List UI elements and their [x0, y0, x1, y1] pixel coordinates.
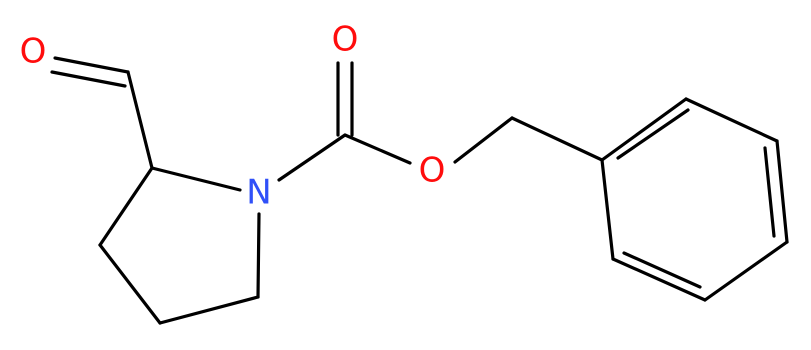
phenyl-bond-6 [600, 158, 615, 261]
bonds [50, 56, 789, 325]
phenyl-bond-2 [684, 97, 779, 143]
c2-to-n-bond [150, 166, 242, 192]
atom-labels: O O O N [20, 20, 446, 213]
aldehyde-double-bond-1 [53, 56, 130, 74]
ester-oxygen-label: O [419, 151, 446, 191]
ch2-to-phenyl-bond [510, 116, 604, 162]
phenyl-bond-5 [611, 257, 707, 302]
phenyl-bond-3 [775, 139, 789, 244]
cho-to-c2-bond [126, 70, 154, 170]
aldehyde-oxygen-label: O [20, 32, 47, 72]
c5-to-n-bond [256, 212, 261, 299]
phenyl-inner-bond-3 [622, 251, 702, 289]
c2-to-c3-bond [98, 166, 154, 247]
n-to-carbamate-bond [277, 133, 347, 182]
phenyl-inner-bond-1 [616, 108, 690, 160]
phenyl-bond-4 [703, 240, 789, 302]
aldehyde-double-bond-2 [50, 70, 127, 88]
carbamate-to-ester-o-bond [343, 133, 412, 165]
c4-to-c5-bond [158, 295, 260, 325]
ring-nitrogen-label: N [246, 173, 271, 213]
c3-to-c4-bond [98, 243, 162, 325]
phenyl-inner-bond-2 [763, 146, 776, 238]
ester-o-to-ch2-bond [453, 116, 514, 164]
carbonyl-oxygen-label: O [332, 20, 359, 60]
phenyl-bond-1 [600, 97, 688, 162]
